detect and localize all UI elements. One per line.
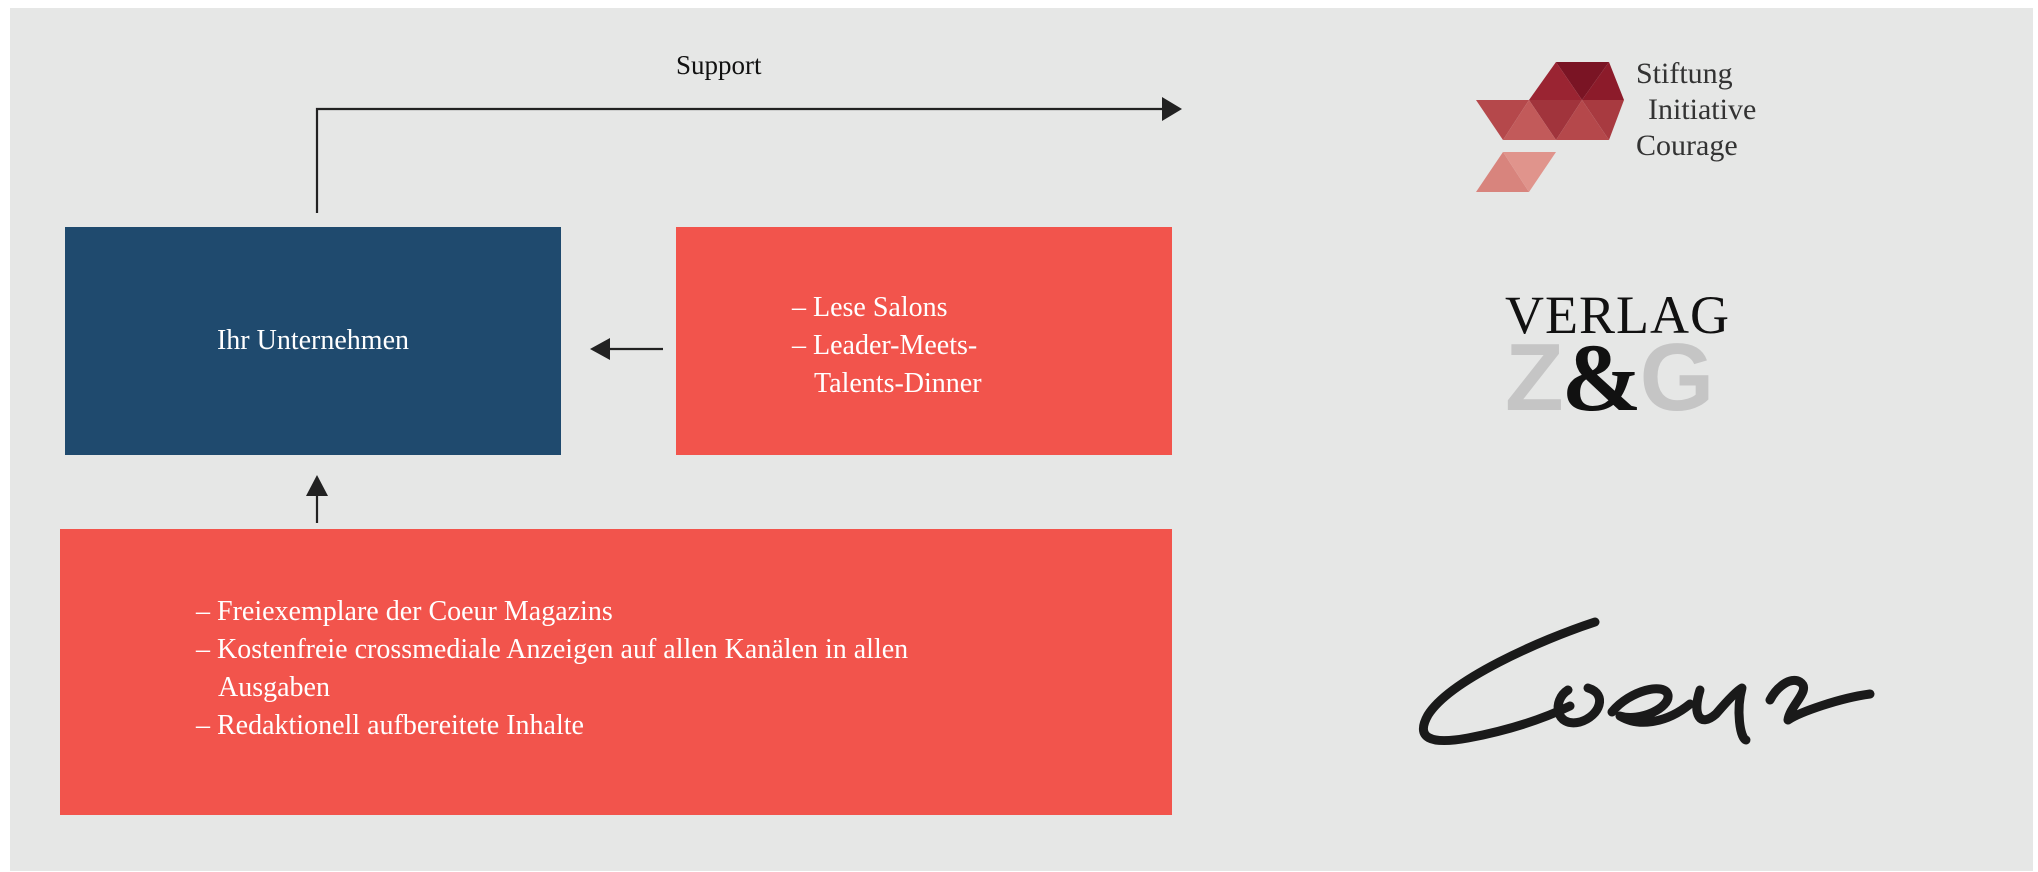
benefits-item: Redaktionell aufbereitete Inhalte — [196, 707, 978, 745]
support-arrow-line — [315, 107, 1166, 213]
zg-logo-g: G — [1639, 324, 1715, 431]
stiftung-logo-line3: Courage — [1636, 129, 1738, 162]
stiftung-logo-line2: Initiative — [1648, 93, 1757, 126]
stiftung-logo-line1: Stiftung — [1636, 57, 1733, 90]
events-list: Lese Salons Leader-Meets-Talents-Dinner — [792, 289, 1044, 403]
verlag-zg-logo: VERLAG Z&G — [1505, 285, 1765, 426]
events-arrow-head — [590, 338, 610, 360]
benefits-item: Freiexemplare der Coeur Magazins — [196, 593, 978, 631]
support-label: Support — [676, 50, 762, 80]
benefits-item: Kostenfreie crossmediale Anzeigen auf al… — [196, 631, 978, 707]
benefits-arrow-head — [306, 475, 328, 496]
support-arrow-head — [1162, 97, 1182, 121]
stiftung-logo-text: Stiftung Initiative Courage — [1636, 56, 1756, 164]
coeur-logo — [1419, 617, 1875, 746]
events-item: Leader-Meets-Talents-Dinner — [792, 327, 1044, 403]
zg-logo-mark: Z&G — [1505, 330, 1765, 426]
zg-logo-z: Z — [1505, 324, 1564, 431]
events-box: Lese Salons Leader-Meets-Talents-Dinner — [676, 227, 1172, 455]
events-item: Lese Salons — [792, 289, 1044, 327]
company-box: Ihr Unternehmen — [65, 227, 561, 455]
stiftung-logo-mark — [1476, 62, 1624, 192]
company-label: Ihr Unternehmen — [216, 325, 410, 356]
benefits-list: Freiexemplare der Coeur Magazins Kostenf… — [196, 593, 978, 745]
zg-logo-amp: & — [1561, 324, 1642, 431]
benefits-box: Freiexemplare der Coeur Magazins Kostenf… — [60, 529, 1172, 815]
verlag-logo-word: VERLAG — [1505, 285, 1730, 345]
